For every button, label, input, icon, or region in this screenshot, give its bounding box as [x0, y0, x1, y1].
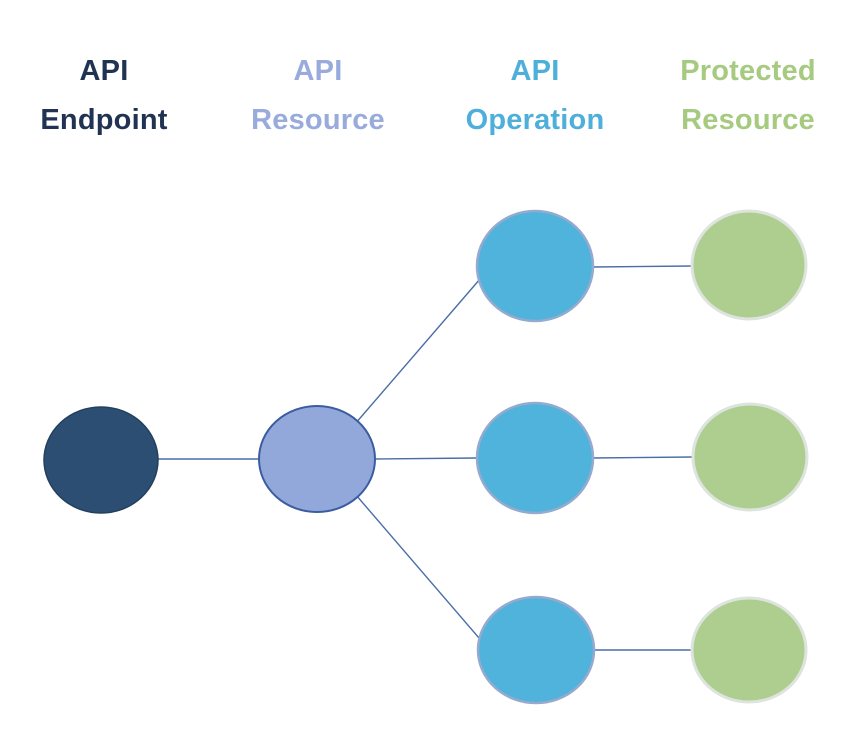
- header-line: API: [79, 55, 129, 87]
- column-header-api-endpoint: API Endpoint: [40, 47, 167, 145]
- column-header-api-operation: API Operation: [466, 47, 605, 145]
- edge-operation2-protected2: [592, 456, 694, 459]
- header-line: Resource: [251, 104, 385, 136]
- node-api-operation-3: [476, 595, 596, 705]
- edge-operation1-protected1: [592, 265, 693, 268]
- node-protected-resource-1: [690, 209, 808, 321]
- node-api-operation-1: [475, 209, 595, 323]
- column-header-api-resource: API Resource: [251, 47, 385, 145]
- edge-resource-operation-1: [354, 278, 481, 425]
- header-line: API: [510, 55, 560, 87]
- node-api-endpoint: [43, 406, 159, 514]
- node-protected-resource-3: [690, 596, 808, 704]
- node-api-resource: [258, 405, 376, 513]
- header-line: Endpoint: [40, 104, 168, 136]
- edge-resource-operation-2: [374, 457, 478, 460]
- column-header-protected-resource: Protected Resource: [680, 47, 816, 145]
- header-line: Protected: [680, 55, 816, 87]
- header-line: API: [293, 55, 343, 87]
- edge-resource-operation-3: [355, 494, 480, 639]
- header-line: Operation: [465, 104, 605, 136]
- node-api-operation-2: [475, 401, 595, 515]
- header-line: Resource: [681, 104, 815, 136]
- node-protected-resource-2: [691, 402, 809, 512]
